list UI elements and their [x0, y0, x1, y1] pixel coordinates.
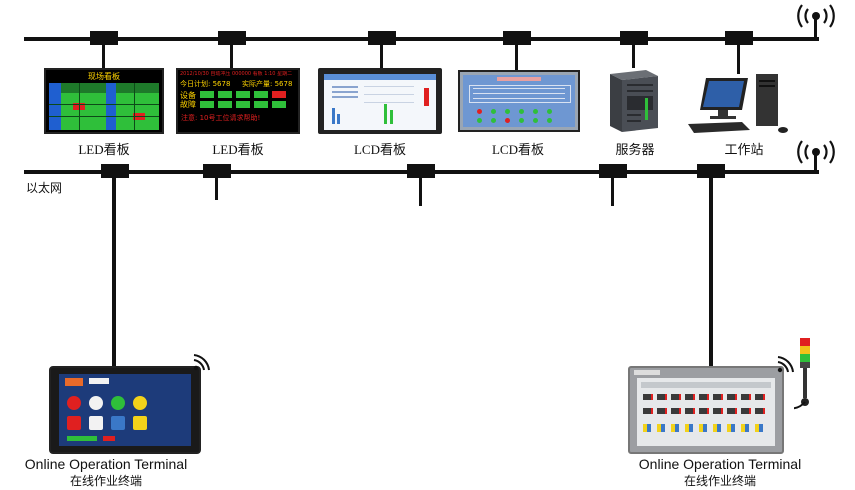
connector: [230, 44, 233, 68]
right-terminal-label-en: Online Operation Terminal: [638, 456, 802, 472]
drop-line: [709, 176, 713, 366]
led-board-title: 现场看板: [88, 72, 120, 81]
bus-tap: [599, 164, 627, 178]
left-terminal-label-en: Online Operation Terminal: [24, 456, 188, 472]
bus-tap: [697, 164, 725, 178]
right-operation-terminal: [628, 366, 784, 454]
led-board-fault: 故障: [180, 100, 196, 109]
led-board-2-label: LED看板: [212, 142, 264, 157]
server-label: 服务器: [615, 142, 655, 157]
lcd-board-2-label: LCD看板: [491, 142, 544, 157]
workstation-label: 工作站: [724, 142, 764, 157]
led-board-header: 2012/10/30 自动冲压 000000 看板 1:10 星期二: [180, 71, 293, 77]
bus-tap: [368, 31, 396, 45]
bus-tap: [620, 31, 648, 45]
led-board-1-label: LED看板: [78, 142, 130, 157]
lcd-board-1: [318, 68, 442, 134]
led-grid: [49, 83, 159, 130]
wireless-icon: [797, 140, 835, 164]
ethernet-label: 以太网: [26, 181, 63, 195]
lcd-board-1-label: LCD看板: [353, 142, 406, 157]
led-board-plan: 今日计划: 5678: [180, 80, 231, 88]
drop-line: [112, 176, 116, 366]
led-board-1: 现场看板: [44, 68, 164, 134]
bus-tap: [503, 31, 531, 45]
wireless-icon: [797, 4, 835, 28]
connector: [380, 44, 383, 68]
bus-tap: [407, 164, 435, 178]
led-board-2: 2012/10/30 自动冲压 000000 看板 1:10 星期二 今日计划:…: [176, 68, 300, 134]
wifi-icon: [193, 354, 210, 371]
connector: [102, 44, 105, 68]
led-board-device: 设备: [180, 91, 196, 100]
bus-tap: [101, 164, 129, 178]
right-terminal-label-cn: 在线作业终端: [683, 474, 756, 488]
left-operation-terminal: [49, 366, 201, 454]
connector: [632, 44, 635, 68]
drop-line: [611, 176, 614, 206]
left-terminal-label-cn: 在线作业终端: [69, 474, 142, 488]
top-bus-end-post: [814, 14, 817, 40]
connector: [737, 44, 740, 74]
bus-tap: [725, 31, 753, 45]
led-status-cells: [200, 91, 298, 109]
ethernet-bus-end-post: [814, 150, 817, 174]
led-board-notice: 注意: 10号工位请求帮助!: [181, 114, 261, 122]
led-board-actual: 实际产量: 5678: [242, 80, 293, 88]
signal-tower-light-icon: [794, 338, 810, 410]
wifi-icon: [777, 356, 794, 373]
bus-tap: [218, 31, 246, 45]
top-ethernet-bus: [24, 37, 819, 41]
lcd-board-2: [458, 70, 580, 132]
connector: [515, 44, 518, 70]
workstation-icon: [688, 74, 788, 133]
drop-line: [419, 176, 422, 206]
bus-tap: [90, 31, 118, 45]
bus-tap: [203, 164, 231, 178]
server-icon: [610, 70, 658, 132]
drop-line: [215, 176, 218, 200]
